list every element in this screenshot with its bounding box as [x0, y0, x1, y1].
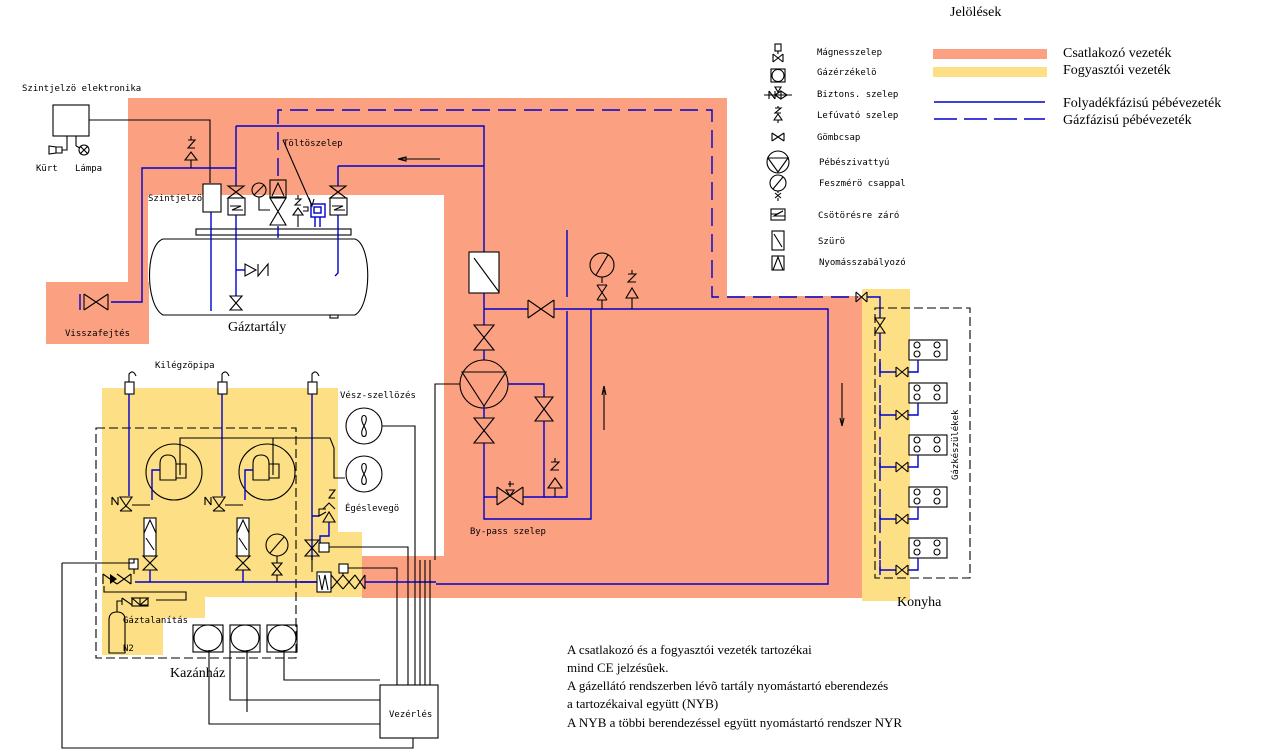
tank-label: Gáztartály [228, 320, 286, 335]
upper-pipework [111, 109, 858, 303]
boiler-room-boundary [95, 427, 297, 659]
legend-label-regulator: Nyomásszabályozó [819, 257, 906, 268]
legend-swatch-connection [933, 49, 1047, 59]
legend-swatch-consumer [933, 67, 1047, 77]
legend-label-gas-detector: Gázérzékelö [817, 67, 877, 78]
legend-title: Jelölések [950, 5, 1001, 20]
pump-station: By-pass szelep [434, 230, 845, 585]
notes: A csatlakozó és a fogyasztói vezeték tar… [567, 642, 902, 730]
gas-detector [266, 624, 298, 653]
note-line-3: A gázellátó rendszerben lévõ tartály nyo… [567, 678, 888, 693]
gas-appliances-boundary [874, 307, 971, 579]
filter-icon [771, 230, 785, 251]
legend-label-blow-off: Lefúvató szelep [817, 110, 898, 121]
pressure-regulator-icon [771, 255, 785, 271]
pipe-break-shutoff-icon [770, 208, 786, 221]
note-line-1: A csatlakozó és a fogyasztói vezeték tar… [567, 642, 812, 657]
legend-line-connection: Csatlakozó vezeték [1063, 46, 1171, 61]
horn-label: Kürt [36, 164, 58, 174]
control-unit: Vezérlés [61, 560, 439, 749]
bypass-valve-label: By-pass szelep [470, 527, 546, 537]
lamp-icon [75, 144, 90, 156]
kitchen: Gázkészülékek Konyha [855, 291, 971, 610]
note-line-5: A NYB a többi berendezéssel együtt nyomá… [567, 715, 902, 730]
lamp-label: Lámpa [75, 164, 102, 174]
level-indicator-label: Szintjelzö [148, 194, 202, 204]
level-electronics-label: Szintjelzö elektronika [22, 84, 141, 94]
legend-label-safety-valve: Biztons. szelep [817, 90, 898, 100]
gas-stove [879, 382, 948, 421]
filling-valve-label: Töltöszelep [283, 139, 343, 149]
gas-detector [229, 624, 261, 653]
control-box [379, 684, 439, 739]
legend: Jelölések [764, 5, 1221, 271]
boiler-room: Kilégzöpipa Vész-szellözés Égéslevegö Gá… [62, 360, 436, 715]
control-label: Vezérlés [389, 709, 432, 720]
recovery-label: Visszafejtés [65, 328, 130, 339]
emergency-vent-label: Vész-szellözés [340, 390, 416, 401]
legend-label-solenoid: Mágnesszelep [817, 48, 882, 58]
solenoid-valve-icon [772, 43, 784, 63]
gas-tank: Gáztartály Szintjelzö Töltöszelep [148, 126, 484, 335]
tank-pressure-regulator [269, 179, 287, 198]
boiler-2 [238, 443, 296, 501]
kitchen-label: Konyha [897, 595, 942, 610]
legend-label-filter: Szürö [818, 237, 845, 247]
connection-line-zone [46, 98, 864, 598]
pressure-gauge-icon [769, 174, 787, 201]
exhaust-pipe-label: Kilégzöpipa [155, 360, 215, 371]
level-indicator [202, 183, 222, 213]
horn-icon [48, 145, 63, 155]
n2-cylinder [108, 611, 126, 654]
recovery-valve: Visszafejtés [65, 293, 130, 339]
degassing-label: Gáztalanítás [123, 616, 188, 626]
combustion-air-fan [345, 455, 383, 493]
lpg-pump-icon [766, 150, 790, 174]
legend-label-pump: Pébészivattyú [819, 157, 889, 168]
safety-valve-icon [764, 86, 792, 101]
gas-stove [879, 339, 948, 378]
n2-label: N2 [123, 644, 134, 654]
legend-label-gauge: Feszmérö csappal [819, 178, 906, 189]
legend-label-pipe-break: Csötörésre záró [818, 210, 899, 221]
legend-label-ball-valve: Gömbcsap [817, 133, 860, 143]
blow-off-valve-icon [772, 106, 784, 123]
gas-detector-icon [770, 68, 786, 83]
ball-valve-icon [771, 132, 785, 142]
gas-detector [192, 624, 224, 653]
level-electronics-box [52, 104, 90, 137]
gas-stove [879, 434, 948, 473]
note-line-2: mind CE jelzésûek. [567, 660, 668, 675]
emergency-vent-fan [345, 407, 416, 700]
combustion-air-label: Égéslevegö [345, 502, 399, 514]
legend-line-consumer: Fogyasztói vezeték [1063, 63, 1171, 78]
note-line-4: a tartozékaival együtt (NYB) [567, 696, 718, 711]
gas-appliances-label: Gázkészülékek [950, 409, 961, 480]
boiler-room-label: Kazánház [170, 666, 225, 681]
gas-stove [879, 486, 948, 525]
gas-stove [879, 537, 948, 576]
level-electronics: Szintjelzö elektronika Kürt Lámpa [22, 84, 211, 183]
legend-line-gas: Gázfázisú pébévezeték [1063, 113, 1192, 128]
legend-line-liquid: Folyadékfázisú pébévezeték [1063, 96, 1221, 111]
boiler-1 [145, 443, 203, 501]
